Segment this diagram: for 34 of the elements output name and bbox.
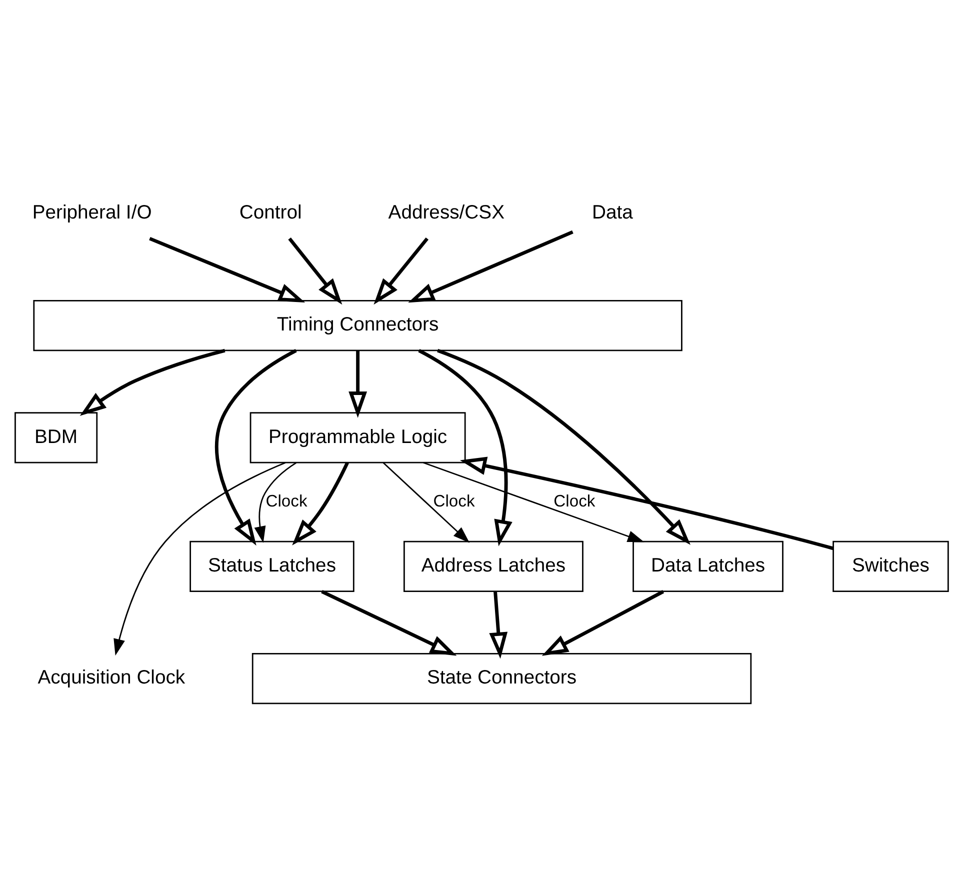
node-text: Control (239, 202, 302, 224)
node-box: Address Latches (403, 540, 584, 592)
arrow (114, 462, 286, 656)
edge-label: Clock (266, 491, 308, 510)
node-text: Acquisition Clock (38, 666, 186, 689)
arrow (542, 590, 664, 656)
node-box: BDM (14, 412, 98, 464)
arrow (292, 462, 349, 546)
node-box: Timing Connectors (33, 300, 682, 352)
arrow (348, 350, 368, 418)
arrow (321, 590, 457, 656)
arrow (489, 591, 508, 659)
node-box: Switches (832, 540, 949, 592)
edge-label: Clock (554, 491, 596, 510)
arrow (149, 236, 306, 302)
arrow (382, 462, 470, 543)
arrow (288, 237, 342, 305)
node-text: Peripheral I/O (32, 202, 152, 224)
node-text: Data (592, 202, 633, 224)
node-text: Address/CSX (388, 202, 505, 224)
arrow (437, 348, 690, 545)
arrow (460, 456, 834, 550)
node-box: Programmable Logic (250, 412, 466, 464)
arrow (374, 237, 429, 305)
node-box: Data Latches (632, 540, 784, 592)
arrow (408, 230, 574, 303)
arrow (254, 462, 297, 543)
arrow (80, 348, 226, 416)
edge-label: Clock (433, 491, 475, 510)
node-box: Status Latches (190, 540, 354, 592)
arrow (418, 349, 512, 546)
arrow (423, 462, 644, 542)
arrow (215, 349, 297, 546)
node-box: State Connectors (252, 652, 752, 704)
